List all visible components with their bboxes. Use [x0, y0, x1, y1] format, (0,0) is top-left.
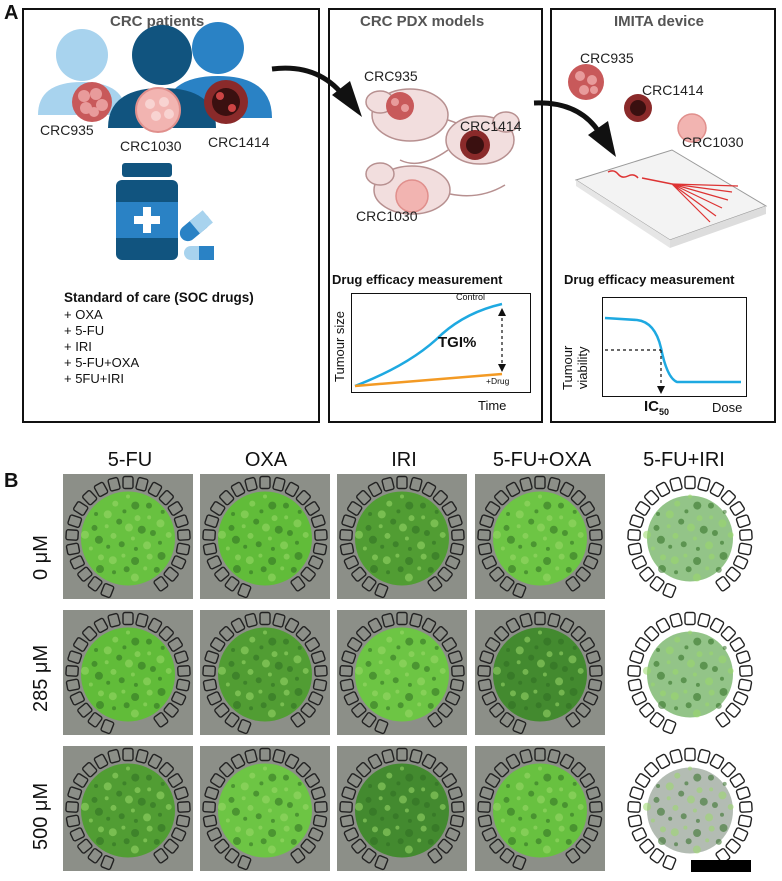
soc-drug-item: + IRI	[64, 339, 92, 354]
y-axis-label: Tumour size	[332, 310, 347, 382]
arrow-up-icon	[498, 308, 506, 316]
scale-bar	[691, 860, 751, 872]
tumour-size-plot: Control +Drug TGI%	[351, 292, 531, 393]
microscopy-image	[475, 474, 605, 599]
viability-curve	[604, 316, 741, 394]
ic-subscript: 50	[659, 407, 670, 417]
box-title: IMITA device	[614, 13, 705, 30]
tumor-crc935-icon	[568, 64, 604, 100]
tumor-crc1030-icon	[677, 113, 707, 143]
curved-arrow-icon	[533, 100, 616, 157]
microscopy-image	[63, 474, 193, 599]
box-crc-patients: CRC patients	[22, 8, 320, 423]
column-header: 5-FU+OXA	[492, 449, 592, 471]
box-title: CRC PDX models	[360, 13, 485, 30]
curved-arrow-icon	[271, 65, 362, 117]
patient-label: CRC1030	[120, 138, 182, 154]
panel-letter-a: A	[4, 2, 19, 24]
measure-title: Drug efficacy measurement	[564, 272, 735, 287]
y-axis-label-line: viability	[575, 346, 590, 390]
drug-curve	[354, 372, 503, 388]
microscopy-image	[337, 474, 467, 599]
box-imita-device: IMITA device CRC935 CRC1414 CRC1030 Drug…	[550, 8, 776, 423]
soc-drug-item: + 5FU+IRI	[64, 371, 124, 386]
sample-label: CRC1414	[642, 82, 704, 98]
microscopy-image	[337, 610, 467, 735]
sample-label: CRC1030	[682, 134, 744, 150]
patient-label: CRC1414	[208, 134, 270, 150]
column-header: 5-FU	[107, 449, 153, 471]
soc-drug-item: + 5-FU	[64, 323, 105, 338]
pdx-model-label: CRC935	[364, 68, 418, 84]
microscopy-image	[620, 746, 760, 871]
patient-label: CRC935	[40, 122, 94, 138]
drug-label: +Drug	[486, 376, 510, 386]
imita-illustration	[568, 64, 768, 248]
microscopy-image	[337, 746, 467, 871]
arrow-down-icon	[498, 364, 506, 372]
control-label: Control	[456, 292, 486, 302]
control-curve	[354, 302, 503, 388]
box-crc-pdx-models: CRC PDX models CRC935 CRC1414 CRC1030 Dr…	[328, 8, 543, 423]
microscopy-image	[63, 610, 193, 735]
microscopy-image	[63, 746, 193, 871]
mice-illustration	[365, 88, 520, 215]
tumor-crc1030-icon	[395, 179, 429, 213]
dose-response-curve	[604, 316, 741, 384]
soc-drug-list: Standard of care (SOC drugs) + OXA + 5-F…	[64, 290, 254, 387]
x-axis-label: Dose	[712, 400, 743, 415]
column-header: OXA	[244, 449, 288, 471]
tumor-crc935-icon	[72, 82, 112, 122]
column-header: IRI	[391, 449, 417, 471]
tumor-crc1030-icon	[135, 87, 181, 133]
patients-illustration	[38, 22, 272, 260]
tumour-viability-plot	[602, 297, 747, 397]
y-axis-label: Tumour viability	[560, 346, 590, 390]
microscopy-image	[475, 746, 605, 871]
soc-drug-item: + 5-FU+OXA	[64, 355, 140, 370]
soc-title: Standard of care (SOC drugs)	[64, 290, 254, 305]
pdx-model-label: CRC1030	[356, 208, 418, 224]
panel-letter-b: B	[4, 470, 19, 492]
pills-icon	[179, 210, 214, 260]
row-header: 285 μM	[30, 644, 52, 712]
ic50-label: IC50	[644, 398, 669, 417]
tumour-growth-curves	[354, 302, 506, 388]
column-header: 5-FU+IRI	[643, 449, 725, 471]
microscopy-image	[200, 746, 330, 871]
patient-head-mid	[192, 22, 244, 74]
sample-label: CRC935	[580, 50, 634, 66]
tumor-crc1414-icon	[460, 130, 490, 160]
patient-head-dark	[132, 25, 192, 85]
patient-head-light	[56, 29, 108, 81]
microscopy-image	[475, 610, 605, 735]
microfluidic-chip-icon	[574, 149, 768, 248]
ic-text: IC	[644, 398, 659, 415]
arrow-down-icon	[657, 386, 665, 394]
microscopy-image	[200, 474, 330, 599]
measure-title: Drug efficacy measurement	[332, 272, 503, 287]
row-header: 0 μM	[30, 535, 52, 580]
tumor-crc1414-icon	[204, 80, 248, 124]
microscopy-image	[620, 610, 760, 735]
soc-drug-item: + OXA	[64, 307, 103, 322]
y-axis-label-line: Tumour	[560, 345, 575, 390]
microscopy-image	[200, 610, 330, 735]
x-axis-label: Time	[478, 398, 507, 413]
box-title: CRC patients	[110, 13, 205, 30]
pdx-model-label: CRC1414	[460, 118, 522, 134]
tgi-label: TGI%	[438, 334, 477, 351]
medicine-bottle-icon	[116, 163, 178, 260]
tumor-crc935-icon	[386, 92, 414, 120]
row-header: 500 μM	[30, 782, 52, 850]
tumor-crc1414-icon	[624, 94, 652, 122]
microscopy-image	[620, 474, 760, 599]
mouse-icon	[365, 162, 506, 215]
